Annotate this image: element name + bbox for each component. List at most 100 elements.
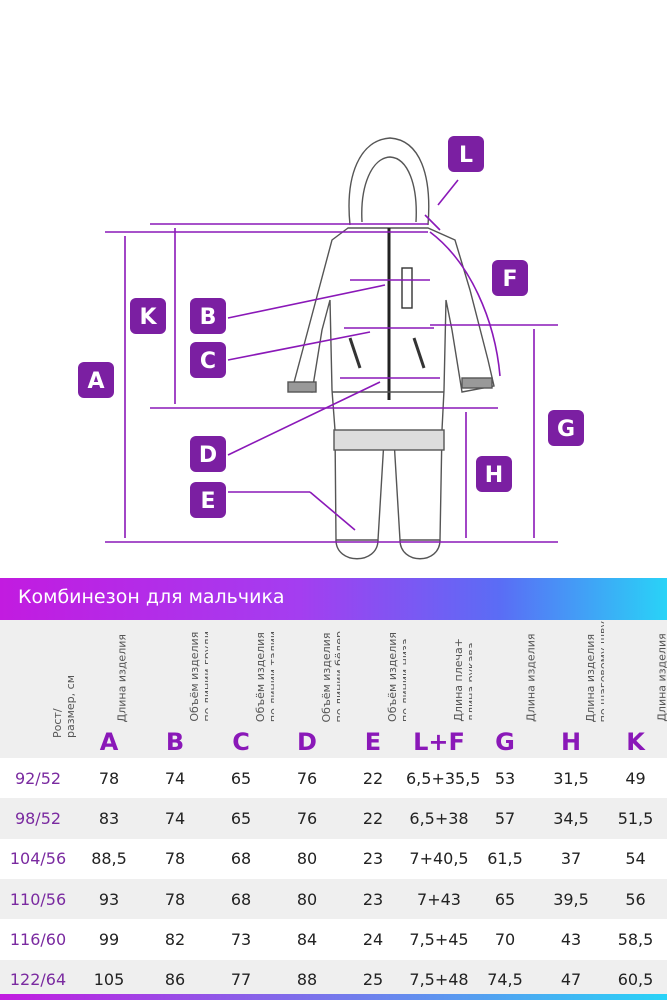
svg-text:C: C xyxy=(200,349,216,374)
cell: 93 xyxy=(76,878,142,920)
column-K: Длина изделия от верха стойки до шаговог… xyxy=(604,620,667,758)
cell: 49 xyxy=(625,768,646,788)
cell: 68 xyxy=(208,878,274,920)
cell: 98/52 xyxy=(0,798,76,839)
cell: 23 xyxy=(362,849,384,869)
column-LF: Длина плеча+ длина рукаваL+F xyxy=(406,620,478,758)
coverall-illustration xyxy=(287,137,495,560)
column-H: Длина изделия по шаговому швуH xyxy=(538,620,610,758)
cell: 7+43 xyxy=(406,878,472,920)
cell: 34,5 xyxy=(538,798,604,839)
table-row: 98/52 83 74 65 76 22 6,5+38 57 34,5 51,5 xyxy=(0,798,667,839)
cell: 78 xyxy=(142,878,208,920)
label-B: B xyxy=(190,298,226,334)
cell: 73 xyxy=(230,929,252,949)
label-C: C xyxy=(190,342,226,378)
cell: 92/52 xyxy=(14,768,62,788)
cell: 77 xyxy=(208,959,274,1000)
cell: 105 xyxy=(76,959,142,1000)
cell: 7,5+45 xyxy=(409,929,469,949)
cell: 74 xyxy=(142,798,208,839)
label-K: K xyxy=(130,298,166,334)
cell: 51,5 xyxy=(604,798,667,839)
cell: 74,5 xyxy=(472,959,538,1000)
table-row: 116/60 99 82 73 84 24 7,5+45 70 43 58,5 xyxy=(0,919,667,959)
label-D: D xyxy=(190,436,226,472)
cell: 82 xyxy=(164,929,186,949)
label-E: E xyxy=(190,482,226,518)
table-row: 92/52 78 74 65 76 22 6,5+35,5 53 31,5 49 xyxy=(0,758,667,798)
cell: 104/56 xyxy=(9,849,67,869)
label-G: G xyxy=(548,410,584,446)
cell: 74 xyxy=(164,768,186,788)
cell: 25 xyxy=(340,959,406,1000)
cell: 60,5 xyxy=(604,959,667,1000)
cell: 84 xyxy=(296,929,318,949)
cell: 54 xyxy=(625,849,646,869)
svg-text:K: K xyxy=(139,305,157,330)
column-E: Объём изделия по линии низаE xyxy=(340,620,412,758)
column-B: Объём изделия по линии грудиB xyxy=(142,620,214,758)
cell: 88,5 xyxy=(91,849,127,869)
svg-text:G: G xyxy=(557,417,575,442)
cell: 24 xyxy=(362,929,384,949)
cell: 61,5 xyxy=(487,849,523,869)
cell: 65 xyxy=(230,768,252,788)
svg-text:E: E xyxy=(200,489,215,514)
svg-text:F: F xyxy=(502,267,517,292)
cell: 80 xyxy=(296,849,318,869)
cell: 43 xyxy=(560,929,582,949)
cell: 6,5+38 xyxy=(406,798,472,839)
cell: 86 xyxy=(142,959,208,1000)
svg-text:L: L xyxy=(459,143,473,168)
cell: 70 xyxy=(494,929,516,949)
cell: 57 xyxy=(472,798,538,839)
cell: 80 xyxy=(274,878,340,920)
cell: 116/60 xyxy=(9,929,67,949)
column-G: Длина изделия по боковому шву от талииG xyxy=(472,620,564,758)
cell: 76 xyxy=(274,798,340,839)
column-C: Объём изделия по линии талииC xyxy=(208,620,280,758)
cell: 53 xyxy=(494,768,516,788)
bottom-gradient-bar xyxy=(0,994,667,1000)
svg-text:A: A xyxy=(87,369,104,394)
cell: 7+40,5 xyxy=(409,849,469,869)
table-body: 92/52 78 74 65 76 22 6,5+35,5 53 31,5 49… xyxy=(0,758,667,1000)
garment-diagram: L K B F C A G D H E xyxy=(78,136,584,560)
cell: 78 xyxy=(98,768,120,788)
table-row: 104/56 88,5 78 68 80 23 7+40,5 61,5 37 5… xyxy=(0,839,667,879)
cell: 56 xyxy=(604,878,667,920)
cell: 122/64 xyxy=(0,959,76,1000)
cell: 22 xyxy=(362,768,384,788)
cell: 47 xyxy=(538,959,604,1000)
cell: 23 xyxy=(340,878,406,920)
table-row: 110/56 93 78 68 80 23 7+43 65 39,5 56 xyxy=(0,878,667,920)
column-size: Рост/ размер, см xyxy=(0,620,77,758)
label-H: H xyxy=(476,456,512,492)
cell: 83 xyxy=(76,798,142,839)
label-F: F xyxy=(492,260,528,296)
column-D: Объём изделия по линии бёдерD xyxy=(274,620,346,758)
cell: 68 xyxy=(230,849,252,869)
label-L: L xyxy=(448,136,484,172)
cell: 58,5 xyxy=(617,929,654,949)
cell: 99 xyxy=(98,929,120,949)
cell: 31,5 xyxy=(553,768,589,788)
svg-text:D: D xyxy=(199,443,217,468)
svg-text:H: H xyxy=(485,463,503,488)
cell: 39,5 xyxy=(538,878,604,920)
cell: 6,5+35,5 xyxy=(406,768,481,788)
title-banner: Комбинезон для мальчика xyxy=(0,578,667,620)
cell: 88 xyxy=(274,959,340,1000)
table-row: 122/64 105 86 77 88 25 7,5+48 74,5 47 60… xyxy=(0,959,667,1000)
cell: 76 xyxy=(296,768,318,788)
cell: 37 xyxy=(560,849,582,869)
cell: 110/56 xyxy=(0,878,76,920)
label-A: A xyxy=(78,362,114,398)
cell: 22 xyxy=(340,798,406,839)
cell: 7,5+48 xyxy=(406,959,472,1000)
cell: 65 xyxy=(472,878,538,920)
